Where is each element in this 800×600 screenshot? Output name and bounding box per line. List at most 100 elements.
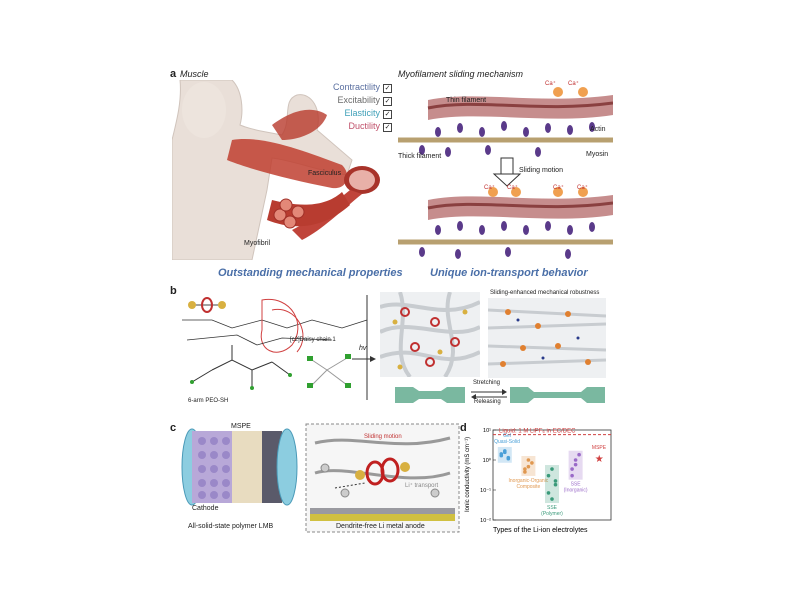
star-polymer-icon xyxy=(307,354,351,388)
deltoid-muscle xyxy=(272,109,327,140)
zoom-detail xyxy=(305,423,460,533)
panel-c-letter: c xyxy=(170,422,177,434)
ca-label-4: Ca⁺ xyxy=(507,185,518,191)
myosin-heads-top xyxy=(419,121,595,157)
cathode-label: Cathode xyxy=(192,505,219,512)
data-point xyxy=(553,482,558,487)
thick-filament-label: Thick filament xyxy=(398,153,442,160)
myofibril-bundle xyxy=(267,192,350,229)
check-icon: ✓ xyxy=(383,123,392,132)
group-label: SSE xyxy=(571,482,582,488)
ca-ions-bottom xyxy=(488,187,588,197)
arrow-right-icon xyxy=(352,356,376,362)
data-point xyxy=(553,479,558,483)
x-axis-label: Types of the Li-ion electrolytes xyxy=(493,527,588,534)
panel-b-letter: b xyxy=(170,285,177,297)
property-elasticity: Elasticity✓ xyxy=(344,108,392,119)
hv-label: hv xyxy=(359,345,367,352)
y-tick-label: 10⁻¹ xyxy=(480,488,491,494)
group-label: Composite xyxy=(516,484,540,490)
thin-filament-bottom xyxy=(427,195,613,220)
data-point xyxy=(506,456,511,461)
data-point xyxy=(526,464,531,469)
mechanism-title: Myofilament sliding mechanism xyxy=(398,69,524,79)
data-point xyxy=(550,497,554,501)
muscle-illustration xyxy=(172,80,380,260)
sliding-arrow-icon xyxy=(492,157,522,187)
data-point xyxy=(550,467,554,471)
group-label: MSPE xyxy=(592,445,607,451)
myosin-label: Myosin xyxy=(586,151,609,158)
plot-frame xyxy=(492,429,612,521)
y-axis-ticks: 10¹ 10⁰ 10⁻¹ 10⁻² xyxy=(480,428,496,524)
sliding-ring-icon xyxy=(355,457,410,486)
rotaxane-icon xyxy=(188,297,226,313)
bicep-muscle xyxy=(227,139,348,189)
myofibril-label: Myofibril xyxy=(244,240,271,247)
y-axis-label: Ionic conductivity (mS cm⁻¹) xyxy=(465,437,471,512)
panel-a-letter: a xyxy=(170,68,177,80)
group-label: SSE xyxy=(547,505,558,511)
electrolyte-layer xyxy=(232,431,262,503)
group-label: (Inorganic) xyxy=(564,488,588,494)
fasciculus-label: Fasciculus xyxy=(308,170,342,177)
y-tick-label: 10⁰ xyxy=(483,457,492,464)
actin-label: Actin xyxy=(590,126,606,133)
myosin-heads-bottom xyxy=(419,221,595,259)
property-contractility: Contractility✓ xyxy=(332,82,392,93)
data-point xyxy=(546,491,551,495)
stretching-label: Stretching xyxy=(473,380,501,386)
group-label: Gel xyxy=(503,433,511,439)
double-arrow-icon xyxy=(471,389,507,399)
check-icon: ✓ xyxy=(383,97,392,106)
anode-layer xyxy=(262,431,282,503)
property-list: Contractility✓ Excitability✓ Elasticity✓… xyxy=(322,82,392,142)
lmb-label: All-solid-state polymer LMB xyxy=(188,523,274,530)
data-point xyxy=(499,452,504,456)
data-point xyxy=(577,452,581,457)
check-icon: ✓ xyxy=(383,84,392,93)
check-icon: ✓ xyxy=(383,110,392,119)
y-tick-label: 10⁻² xyxy=(480,518,491,524)
data-point xyxy=(503,449,507,453)
battery-cell xyxy=(181,428,298,506)
data-point xyxy=(546,473,551,478)
releasing-label: Releasing xyxy=(474,399,501,405)
data-point xyxy=(570,473,574,478)
data-point xyxy=(570,467,574,471)
chemical-structure xyxy=(182,295,368,400)
property-ductility: Ductility✓ xyxy=(348,121,392,132)
data-point xyxy=(523,470,527,474)
data-point xyxy=(573,462,578,467)
sliding-motion-label: Sliding motion xyxy=(519,167,563,174)
ca-label-1: Ca⁺ xyxy=(545,81,556,87)
ca-label-6: Ca⁺ xyxy=(577,185,588,191)
daisy-chain-label: [c2]Daisy chain 1 xyxy=(290,337,336,343)
caption-right: Unique ion-transport behavior xyxy=(430,267,588,279)
data-point xyxy=(526,458,531,462)
data-point xyxy=(530,461,534,465)
data-point xyxy=(573,458,578,462)
caption-left: Outstanding mechanical properties xyxy=(218,267,403,279)
panel-d-letter: d xyxy=(460,422,467,434)
ca-label-2: Ca⁺ xyxy=(568,81,579,87)
peo-branches xyxy=(190,345,292,390)
data-groups: GelQuasi-SolidInorganic-OrganicComposite… xyxy=(494,433,607,517)
ca-label-3: Ca⁺ xyxy=(484,185,495,191)
group-label: Inorganic-Organic xyxy=(509,478,549,484)
data-point xyxy=(523,467,527,471)
mspe-label: MSPE xyxy=(231,423,251,430)
y-tick-label: 10¹ xyxy=(483,428,491,434)
property-excitability: Excitability✓ xyxy=(337,95,392,106)
li-transport-label: Li⁺ transport xyxy=(405,483,439,489)
network-stretched xyxy=(488,298,606,378)
group-label: (Polymer) xyxy=(541,511,563,517)
thin-filament-label: Thin filament xyxy=(446,97,487,104)
anode-label: Dendrite-free Li metal anode xyxy=(336,523,425,530)
muscle-title: Muscle xyxy=(180,69,209,79)
dogbone-short xyxy=(395,387,465,403)
ca-label-5: Ca⁺ xyxy=(553,185,564,191)
network-unstretched xyxy=(380,292,480,377)
dogbone-long xyxy=(510,387,605,403)
